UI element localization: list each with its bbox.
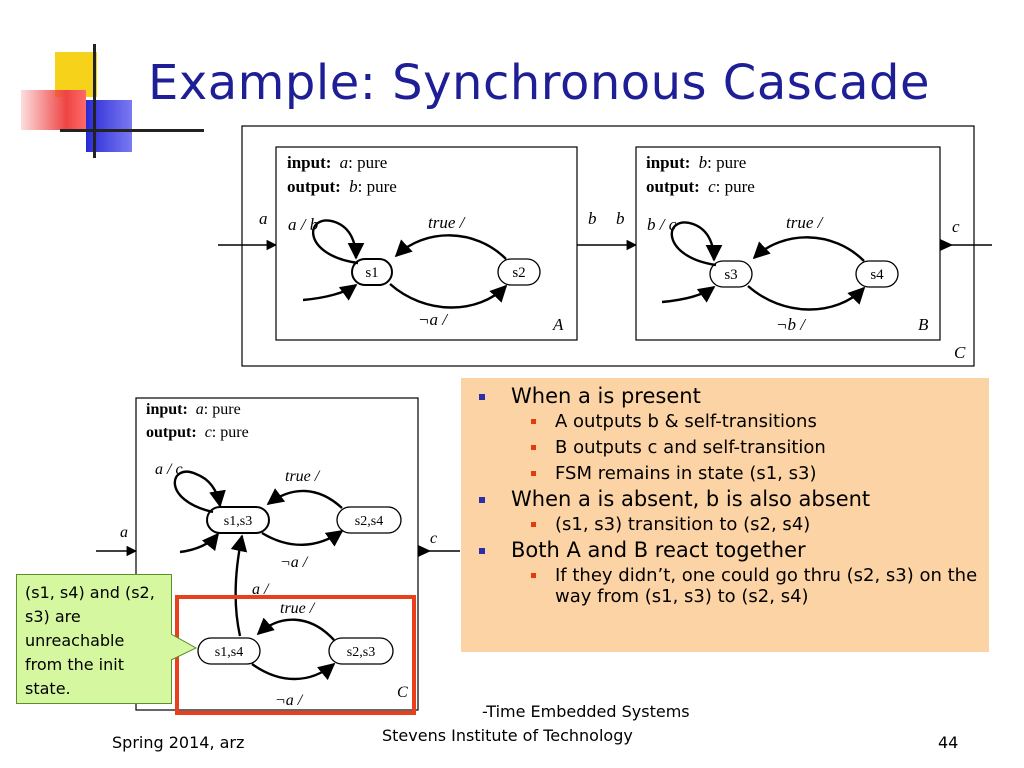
bottom-self-loop-label: a / c	[155, 461, 183, 478]
top-output-c-label: c	[952, 217, 960, 236]
svg-text:input: a: pure: input: a: pure	[146, 401, 241, 418]
svg-text:input: b: pure: input: b: pure	[646, 153, 746, 172]
callout-tail	[170, 633, 198, 661]
bullet-list: When a is present A outputs b & self-tra…	[474, 382, 984, 607]
state-s1-s4: s1,s4	[215, 645, 243, 660]
top-composite: C a input: a: pure output: b: pure a / b…	[218, 125, 992, 367]
svg-text:input: a: pure: input: a: pure	[287, 153, 387, 172]
bullet-box	[461, 378, 989, 652]
bottom-input-a-label: a	[120, 524, 128, 541]
bottom-top-arrow-label: true /	[285, 468, 321, 485]
state-s2: s2	[512, 265, 525, 281]
bottom-mid-arrow-label: ¬a /	[280, 554, 309, 571]
bullet-when-absent: When a is absent, b is also absent	[474, 487, 984, 512]
bullet-transition: (s1, s3) transition to (s2, s4)	[474, 514, 984, 535]
logo-red-square	[21, 90, 86, 130]
bottom-composite: input: a: pure output: c: pure a c a / c…	[96, 397, 460, 715]
logo-horizontal-line	[60, 129, 204, 132]
state-s1: s1	[365, 265, 378, 281]
footer-course: -Time Embedded Systems	[482, 702, 690, 721]
a-output-b-label: b	[588, 209, 597, 228]
b-input-b-label: b	[616, 209, 625, 228]
a-top-arrow-label: true /	[428, 213, 467, 232]
unreach-bottom-arrow-label: ¬a /	[275, 692, 304, 709]
state-s4: s4	[870, 267, 884, 283]
b-self-loop-label: b / c	[647, 215, 677, 234]
a-bottom-arrow-label: ¬a /	[418, 310, 449, 329]
state-s2-s3: s2,s3	[347, 645, 375, 660]
state-s1-s3: s1,s3	[224, 514, 252, 529]
unreach-top-arrow-label: true /	[280, 600, 316, 617]
bottom-composite-name: C	[397, 684, 408, 701]
machine-b-name: B	[918, 315, 929, 334]
footer-institute: Stevens Institute of Technology	[382, 726, 633, 745]
logo-vertical-line	[93, 44, 96, 158]
bullet-react-together: Both A and B react together	[474, 538, 984, 563]
bullet-if-not: If they didn’t, one could go thru (s2, s…	[474, 565, 984, 607]
bottom-vertical-arrow-label: a /	[252, 581, 270, 598]
machine-a: input: a: pure output: b: pure a / b tru…	[275, 146, 578, 341]
logo-yellow-square	[55, 52, 97, 97]
bullet-a-outputs: A outputs b & self-transitions	[474, 411, 984, 432]
b-top-arrow-label: true /	[786, 213, 825, 232]
svg-text:output: b: pure: output: b: pure	[287, 177, 397, 196]
machine-a-name: A	[552, 315, 564, 334]
top-composite-name: C	[954, 343, 966, 362]
state-s3: s3	[724, 267, 737, 283]
b-bottom-arrow-label: ¬b /	[776, 315, 807, 334]
machine-b: input: b: pure output: c: pure b / c tru…	[635, 146, 941, 341]
footer-left: Spring 2014, arz	[112, 733, 245, 752]
callout-unreachable: (s1, s4) and (s2, s3) are unreachable fr…	[16, 574, 172, 704]
bottom-output-c-label: c	[430, 530, 437, 547]
state-s2-s4: s2,s4	[355, 514, 383, 529]
bullet-when-present: When a is present	[474, 384, 984, 409]
bullet-b-outputs: B outputs c and self-transition	[474, 437, 984, 458]
bullet-fsm-remains: FSM remains in state (s1, s3)	[474, 463, 984, 484]
svg-text:output: c: pure: output: c: pure	[646, 177, 755, 196]
svg-text:output: c: pure: output: c: pure	[146, 424, 249, 441]
slide-title: Example: Synchronous Cascade	[148, 55, 931, 111]
top-input-a-label: a	[259, 209, 268, 228]
a-self-loop-label: a / b	[288, 215, 318, 234]
page-number: 44	[938, 733, 959, 752]
